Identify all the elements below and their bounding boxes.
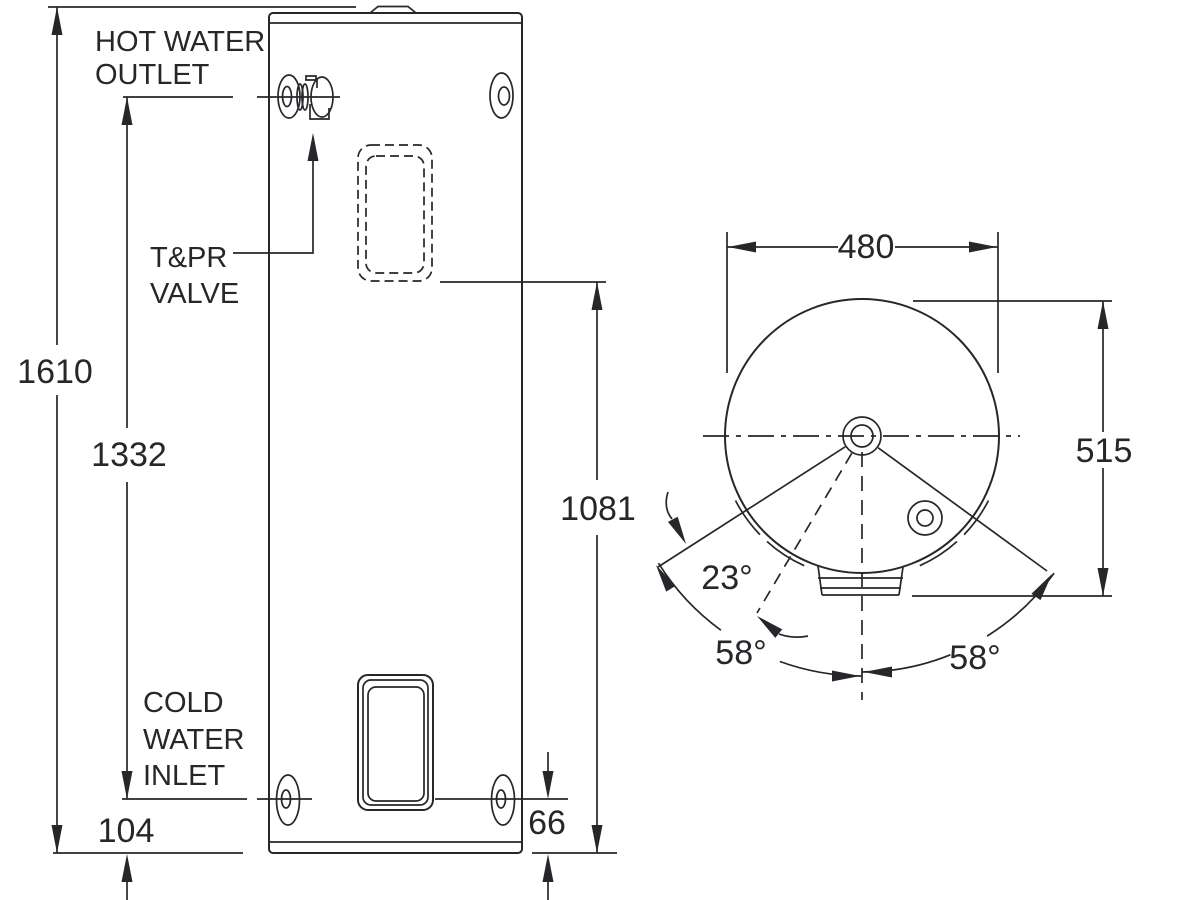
tab-arc <box>766 540 805 567</box>
valve-body <box>310 76 334 118</box>
outlet-flange-inner <box>281 85 293 108</box>
dim-element-cover-height: 1081 <box>440 281 636 853</box>
cold-inlet-boss <box>122 774 312 826</box>
dim-value-104: 104 <box>98 812 155 850</box>
label-inlet: INLET <box>143 760 225 792</box>
lower-access-cover <box>357 674 434 811</box>
dim-value-480: 480 <box>838 228 895 266</box>
dim-value-66: 66 <box>528 804 566 842</box>
lower-leader-arc <box>778 633 809 638</box>
label-water: WATER <box>143 724 245 756</box>
tank-dome-bump <box>369 5 417 14</box>
arrowhead-at-centerline <box>832 670 860 682</box>
lower-cover-inner <box>367 686 425 802</box>
dim-cold-inlet-height: 104 <box>98 812 155 900</box>
upper-cover-inner <box>365 155 425 274</box>
drain-boss <box>435 774 568 826</box>
arrowhead-down <box>121 771 133 799</box>
upper-leader-arc <box>665 491 673 520</box>
left-foot-radial-line <box>657 446 846 568</box>
label-tpr: T&PR <box>150 242 227 274</box>
outlet-flange-outer <box>277 74 301 119</box>
arrowhead-up <box>591 282 603 310</box>
dim-value-1081: 1081 <box>560 490 636 528</box>
dim-hot-outlet-height: 1332 <box>91 97 167 799</box>
tab-arc <box>919 540 958 567</box>
dim-depth: 515 <box>912 300 1133 597</box>
boss-outer <box>489 72 514 119</box>
upper-cover-outer <box>357 144 433 282</box>
arrowhead-at-centerline <box>864 666 892 678</box>
arrowhead-down <box>591 825 603 853</box>
bottom-bracket <box>817 565 904 596</box>
arrowhead-up <box>121 854 133 882</box>
boss-inner <box>497 86 511 106</box>
arrowhead-right <box>969 241 997 253</box>
dim-overall-height: 1610 <box>17 6 356 853</box>
dim-value-1610: 1610 <box>17 353 93 391</box>
extension-lines <box>912 300 1112 597</box>
boss-outer <box>490 774 516 826</box>
upper-element-cover <box>357 144 433 282</box>
side-fitting-outer <box>907 500 943 536</box>
boss-inner <box>495 789 507 809</box>
front-view-labels: HOT WATER OUTLET T&PR VALVE COLD WATER I… <box>95 26 265 792</box>
side-fitting-inner <box>916 509 934 527</box>
arrowhead-up <box>307 133 319 161</box>
boss-inner <box>280 789 292 809</box>
arrowhead-up <box>542 854 554 882</box>
dim-value-515: 515 <box>1076 432 1133 470</box>
arrowhead-down <box>542 771 554 799</box>
lower-cover-outer <box>357 674 434 811</box>
arrowhead-at-foot-line <box>667 516 686 544</box>
label-outlet: OUTLET <box>95 59 210 91</box>
valve-neck-back <box>301 83 309 111</box>
dim-angle-right-58: 58° <box>861 572 1055 678</box>
angle-value-58-right: 58° <box>949 639 1000 677</box>
arrowhead-upper <box>1031 574 1052 601</box>
tab-arc <box>963 500 990 536</box>
angle-value-58-left: 58° <box>715 634 766 672</box>
top-right-boss <box>489 72 514 119</box>
label-hot-water: HOT WATER <box>95 26 265 58</box>
dim-angle-left-58: 58° <box>656 562 863 682</box>
foot-ring-tabs <box>734 500 990 567</box>
arrowhead-upper <box>656 565 676 592</box>
valve-cap <box>305 75 318 88</box>
top-view: 480 515 58° 58° <box>656 228 1133 700</box>
label-cold: COLD <box>143 687 224 719</box>
valve-spout <box>309 104 330 120</box>
angle-value-23: 23° <box>701 559 752 597</box>
dim-value-1332: 1332 <box>91 436 167 474</box>
leader-line <box>233 160 314 254</box>
label-valve: VALVE <box>150 278 239 310</box>
right-foot-radial-line <box>877 447 1048 572</box>
dim-angle-23: 23° <box>665 491 809 638</box>
tpr-leader <box>233 133 319 254</box>
tank-jacket <box>268 12 523 854</box>
arrowhead-at-anode-line <box>757 616 783 638</box>
lower-cover-mid <box>362 679 429 806</box>
front-view: 1610 1332 1081 104 66 <box>17 5 636 900</box>
dim-drain-height: 66 <box>528 752 566 900</box>
boss-outer <box>275 774 301 826</box>
dim-diameter: 480 <box>726 228 999 373</box>
tab-arc <box>734 500 761 536</box>
arrowhead-down <box>51 825 63 853</box>
arrowhead-up <box>51 7 63 35</box>
arrowhead-up <box>121 97 133 125</box>
anode-radial-line-dashed <box>756 452 853 614</box>
tpr-valve-assembly <box>277 74 334 120</box>
arrowhead-up <box>1097 301 1109 329</box>
arrowhead-left <box>728 241 756 253</box>
valve-neck-front <box>296 83 304 111</box>
side-fitting <box>907 500 943 536</box>
tank-outline <box>268 5 523 854</box>
arrowhead-down <box>1097 568 1109 596</box>
bracket-outline <box>817 565 904 596</box>
extension-lines <box>726 232 999 373</box>
